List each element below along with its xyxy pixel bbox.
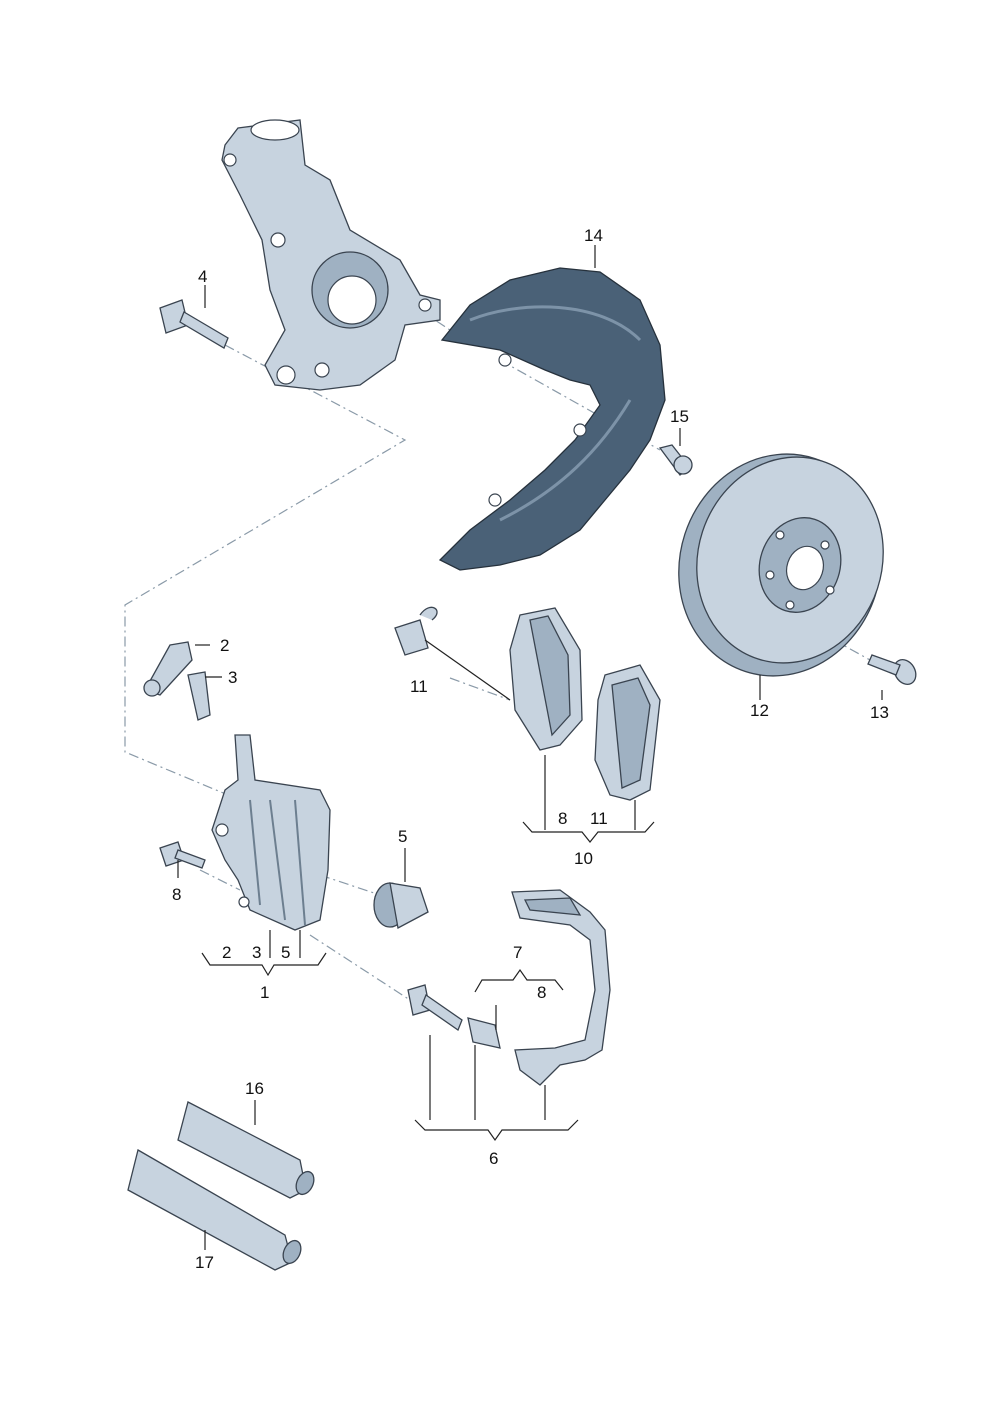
label-14: 14: [584, 226, 603, 245]
label-2: 2: [220, 636, 229, 655]
label-11-sensor: 11: [410, 677, 428, 696]
brake-disc: [678, 453, 884, 677]
label-11-pad: 11: [590, 809, 608, 828]
guide-sleeve: [467, 1017, 501, 1049]
label-17: 17: [195, 1253, 214, 1272]
label-16: 16: [245, 1079, 264, 1098]
bolt-4: [159, 299, 229, 349]
label-1: 1: [260, 983, 269, 1002]
label-1-group-2: 2: [222, 943, 231, 962]
bolt-15: [658, 444, 693, 476]
leader-lines: [177, 245, 883, 1250]
guide-bolt: [407, 984, 463, 1031]
label-1-group-5: 5: [281, 943, 290, 962]
steering-knuckle: [221, 119, 441, 391]
brake-pad-inner: [509, 607, 583, 751]
piston-seal: [373, 882, 429, 929]
grease-tube-17: [127, 1149, 302, 1271]
label-10: 10: [574, 849, 593, 868]
brake-carrier: [511, 889, 611, 1086]
bleed-cap: [143, 641, 193, 697]
label-8-pad: 8: [558, 809, 567, 828]
label-8-caliper: 8: [172, 885, 181, 904]
label-8-carrier: 8: [537, 983, 546, 1002]
label-13: 13: [870, 703, 889, 722]
label-7: 7: [513, 943, 522, 962]
label-15: 15: [670, 407, 689, 426]
label-6: 6: [489, 1149, 498, 1168]
screw-13: [867, 654, 917, 685]
label-12: 12: [750, 701, 769, 720]
label-5: 5: [398, 827, 407, 846]
label-3: 3: [228, 668, 237, 687]
bolt-8-caliper: [159, 841, 206, 869]
callout-labels: 4 14 15 2 3 11 12 13 5 8 8 11 10 2 3 5 1…: [172, 226, 889, 1272]
brake-pad-outer: [594, 664, 661, 801]
brake-shield: [438, 267, 666, 571]
wear-sensor: [394, 606, 511, 701]
label-1-group-3: 3: [252, 943, 261, 962]
bleed-valve: [187, 671, 211, 721]
grease-tube-16: [177, 1101, 315, 1199]
label-4: 4: [198, 267, 207, 286]
brake-caliper: [211, 734, 331, 931]
